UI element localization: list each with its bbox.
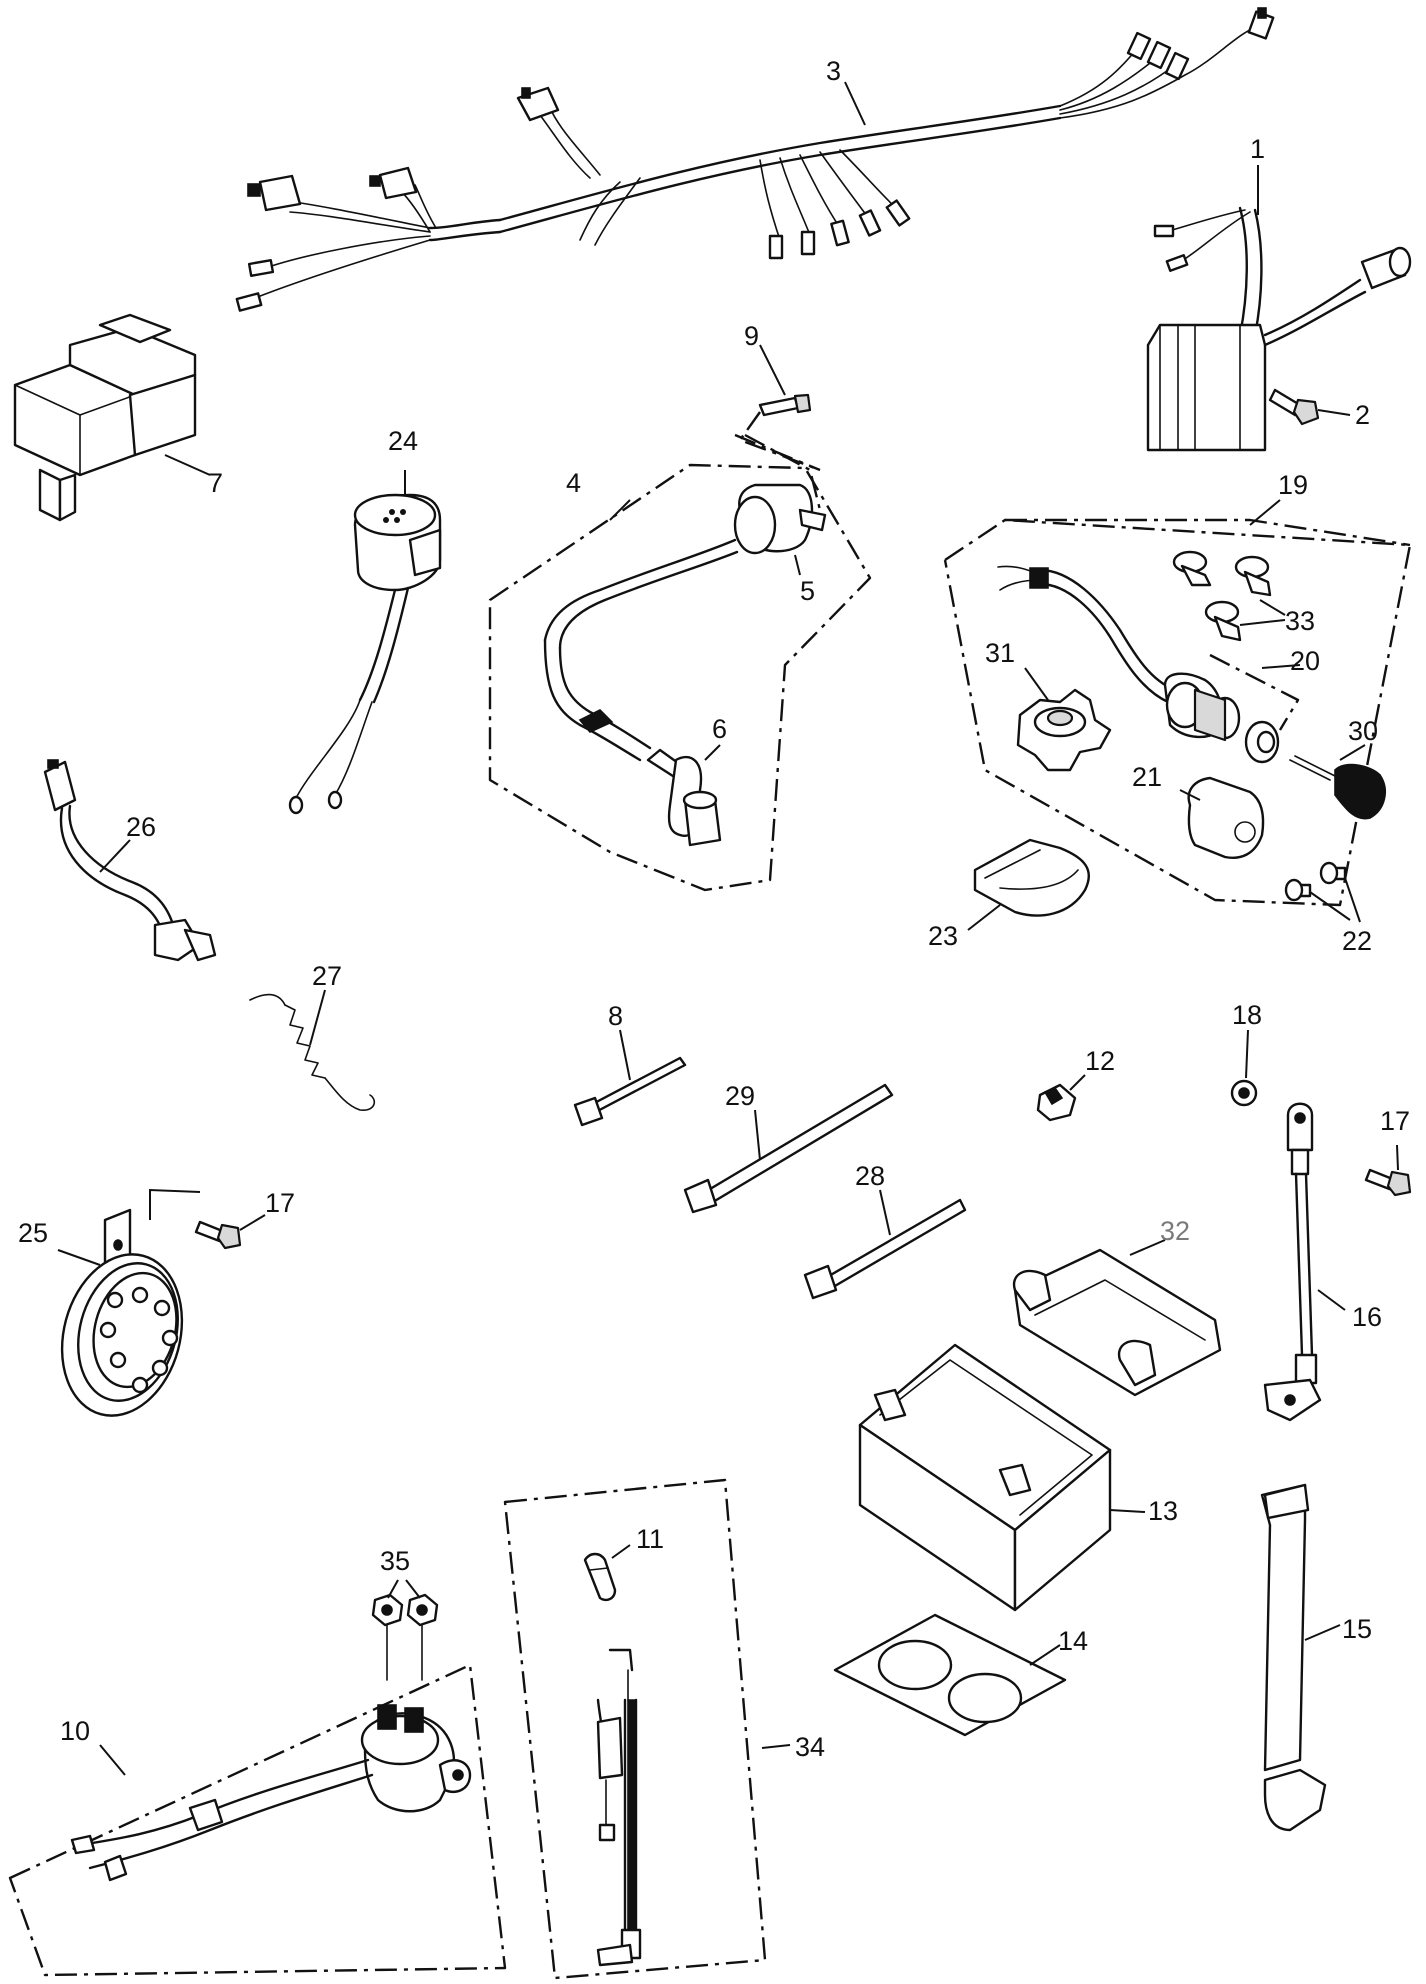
callout-35: 35 [380, 1546, 410, 1576]
callout-14: 14 [1058, 1626, 1088, 1656]
callout-34: 34 [795, 1732, 825, 1762]
callout-17-right: 17 [1380, 1106, 1410, 1136]
callout-13: 13 [1148, 1496, 1178, 1526]
callout-20: 20 [1290, 646, 1320, 676]
callout-15: 15 [1342, 1614, 1372, 1644]
screws-part-22: 22 [1284, 861, 1372, 956]
callout-5: 5 [800, 576, 815, 606]
fuse-holder-wire [596, 1648, 642, 1967]
screws-part-33: 33 [1172, 550, 1315, 642]
callout-33: 33 [1285, 606, 1315, 636]
fuse-part-11: 11 [583, 1524, 664, 1602]
callout-26: 26 [126, 812, 156, 842]
battery-cover-part-32: 32 [1012, 1216, 1222, 1397]
callout-22: 22 [1342, 926, 1372, 956]
ignition-switch-part-20: 20 [1163, 646, 1320, 742]
knob-part-31: 31 [985, 638, 1112, 772]
clip-part-12: 12 [1036, 1046, 1115, 1122]
cable-tie-part-28: 28 [803, 1161, 967, 1300]
callout-3: 3 [826, 56, 841, 86]
cable-tie-part-29: 29 [683, 1081, 894, 1214]
callout-11: 11 [636, 1524, 664, 1554]
callout-31: 31 [985, 638, 1015, 668]
callout-25: 25 [18, 1218, 48, 1248]
callout-4: 4 [566, 468, 581, 498]
flasher-part-24: 24 [288, 426, 442, 815]
callout-32: 32 [1160, 1216, 1190, 1246]
starter-solenoid-group-part-10: 10 [8, 1663, 507, 1977]
bolt-part-2: 2 [1268, 388, 1370, 430]
callout-10: 10 [60, 1716, 90, 1746]
callout-16: 16 [1352, 1302, 1382, 1332]
clip-part-23: 23 [928, 838, 1090, 951]
battery-part-13: 13 [858, 1343, 1178, 1612]
cable-tie-part-8: 8 [573, 1001, 687, 1127]
horn-part-25: 25 [18, 1188, 201, 1417]
switch-harness [997, 565, 1177, 704]
sensor-switch-part-26: 26 [43, 759, 217, 962]
callout-28: 28 [855, 1161, 885, 1191]
callout-1: 1 [1250, 134, 1265, 164]
callout-8: 8 [608, 1001, 623, 1031]
callout-7: 7 [208, 468, 223, 498]
callout-24: 24 [388, 426, 418, 456]
callout-29: 29 [725, 1081, 755, 1111]
wiring-harness-part-3: 3 [235, 7, 1275, 312]
spring-part-27: 27 [249, 961, 376, 1111]
fuse-holder-group-part-34: 34 [503, 1478, 825, 1980]
callout-30: 30 [1348, 716, 1378, 746]
ignition-coil-group-part-4: 4 [488, 433, 872, 892]
nuts-part-35: 35 [371, 1546, 439, 1681]
callout-18: 18 [1232, 1000, 1262, 1030]
callout-27: 27 [312, 961, 342, 991]
regulator-part-1: 1 [1146, 134, 1412, 452]
callout-2: 2 [1355, 400, 1370, 430]
battery-strap-part-15: 15 [1260, 1483, 1372, 1832]
screw-part-9: 9 [738, 321, 821, 472]
washer-part-18: 18 [1230, 1000, 1262, 1107]
callout-6: 6 [712, 714, 727, 744]
callout-23: 23 [928, 921, 958, 951]
ignition-switch-group-part-19: 19 [943, 470, 1412, 907]
battery-cable-part-16: 16 [1263, 1102, 1382, 1422]
callout-17-left: 17 [265, 1188, 295, 1218]
callout-9: 9 [744, 321, 759, 351]
switch-nut [1244, 720, 1280, 764]
callout-12: 12 [1085, 1046, 1115, 1076]
callout-19: 19 [1278, 470, 1308, 500]
spark-plug-cap-part-6: 6 [646, 714, 727, 847]
relay-part-7: 7 [13, 313, 223, 522]
key-part-30: 30 [1289, 716, 1386, 820]
callout-21: 21 [1132, 762, 1162, 792]
switch-cover-part-21: 21 [1132, 762, 1265, 859]
battery-mat-part-14: 14 [833, 1613, 1088, 1737]
bolt-part-17-right: 17 [1364, 1106, 1412, 1197]
ignition-coil-part-5: 5 [543, 483, 827, 762]
bolt-part-17-left: 17 [194, 1188, 295, 1250]
